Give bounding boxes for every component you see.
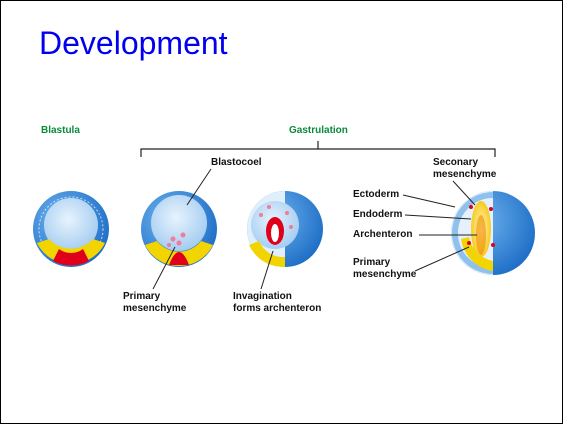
invagination-label-1: Invagination — [233, 291, 292, 302]
gastrulation-header: Gastrulation — [289, 125, 348, 136]
slide-title: Development — [39, 25, 228, 61]
endoderm-label: Endoderm — [353, 209, 403, 220]
archenteron-label: Archenteron — [353, 229, 412, 240]
ectoderm-label: Ectoderm — [353, 189, 399, 200]
early-gastrula-embryo — [141, 191, 217, 267]
late-gastrula-embryo — [451, 191, 535, 275]
primary-mesenchyme-left-label-1: Primary — [123, 291, 161, 302]
secondary-mesenchyme-leader — [452, 180, 476, 206]
secondary-mesenchyme-label-1: Seconary — [433, 157, 478, 168]
primary-mesenchyme-right-label-1: Primary — [353, 257, 391, 268]
primary-mesenchyme-right-label-2: mesenchyme — [353, 269, 417, 280]
gastrulation-diagram: Blastula Gastrulation — [33, 125, 535, 314]
invagination-label-2: forms archenteron — [233, 303, 321, 314]
invagination-leader — [260, 250, 274, 290]
primary-mesenchyme-left-label-2: mesenchyme — [123, 303, 187, 314]
blastula-embryo — [33, 191, 109, 267]
gastrulation-bracket — [140, 141, 496, 157]
ectoderm-leader — [402, 194, 456, 208]
secondary-mesenchyme-label-2: mesenchyme — [433, 169, 497, 180]
blastula-header: Blastula — [41, 125, 80, 136]
endoderm-leader — [404, 214, 472, 220]
primary-mesenchyme-left-leader — [152, 246, 176, 290]
blastocoel-leader — [186, 168, 212, 206]
invaginating-gastrula-embryo — [247, 191, 323, 268]
primary-mesenchyme-right-leader — [414, 246, 470, 272]
blastocoel-label: Blastocoel — [211, 157, 262, 168]
